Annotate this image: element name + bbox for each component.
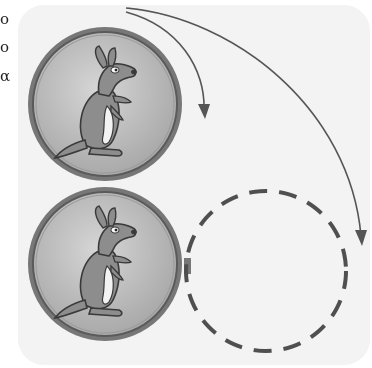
top-coin [28,27,182,181]
bottom-coin [28,187,191,341]
dashed-target-circle [186,191,346,351]
